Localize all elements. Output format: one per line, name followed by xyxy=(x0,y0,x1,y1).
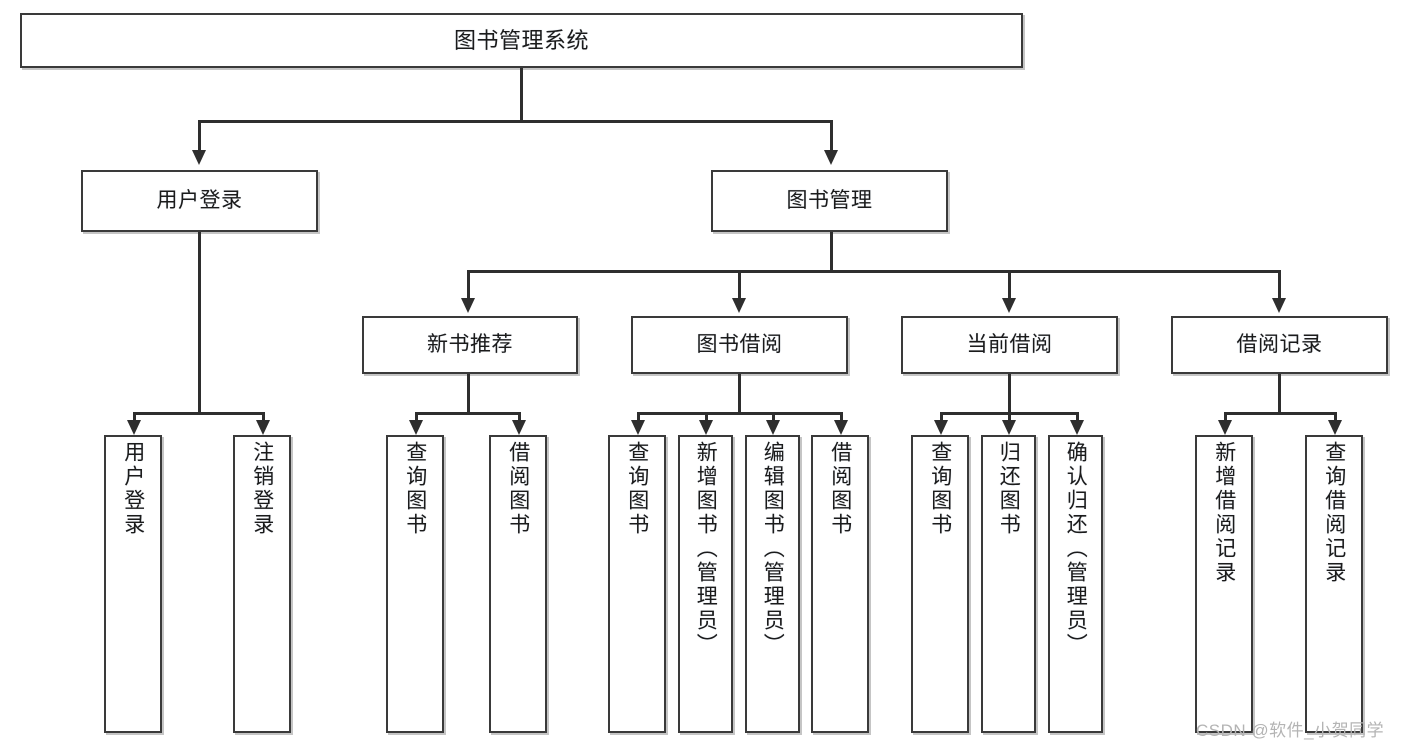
connector-new-book-recommend-bus xyxy=(415,412,520,415)
node-label: 确认归还（管理员） xyxy=(1064,441,1088,657)
connector-br-leg-1 xyxy=(1224,412,1227,424)
connector-user-login-leg-2 xyxy=(262,412,265,424)
node-book-management[interactable]: 图书管理 xyxy=(711,170,948,232)
node-new-book-recommend[interactable]: 新书推荐 xyxy=(362,316,578,374)
connector-user-login-stem xyxy=(198,232,201,412)
connector-user-login-leg-1 xyxy=(133,412,136,424)
arrowhead-to-book-borrow xyxy=(732,298,746,313)
node-label: 当前借阅 xyxy=(966,332,1053,356)
connector-bb-leg-3 xyxy=(772,412,775,424)
arrowhead-leaf-add-borrow-record xyxy=(1218,420,1232,435)
connector-book-borrow-bus xyxy=(637,412,841,415)
node-label: 归还图书 xyxy=(997,441,1021,537)
arrowhead-leaf-logout xyxy=(256,420,270,435)
node-borrow-record[interactable]: 借阅记录 xyxy=(1171,316,1388,374)
connector-nbr-leg-1 xyxy=(415,412,418,424)
arrowhead-leaf-add-book xyxy=(699,420,713,435)
arrowhead-to-user-login xyxy=(192,150,206,165)
node-label: 用户登录 xyxy=(156,188,243,212)
node-root-library-management-system[interactable]: 图书管理系统 xyxy=(20,13,1023,68)
arrowhead-to-borrow-record xyxy=(1272,298,1286,313)
connector-book-management-stem xyxy=(830,232,833,270)
node-label: 编辑图书（管理员） xyxy=(761,441,785,657)
arrowhead-leaf-borrow-book-1 xyxy=(512,420,526,435)
arrowhead-leaf-borrow-book-2 xyxy=(834,420,848,435)
leaf-edit-book-admin[interactable]: 编辑图书（管理员） xyxy=(745,435,800,733)
node-label: 借阅记录 xyxy=(1236,332,1323,356)
connector-bb-leg-2 xyxy=(705,412,708,424)
connector-book-management-bus xyxy=(467,270,1280,273)
leaf-user-login[interactable]: 用户登录 xyxy=(104,435,162,733)
leaf-borrow-book[interactable]: 借阅图书 xyxy=(811,435,869,733)
leaf-add-book-admin[interactable]: 新增图书（管理员） xyxy=(678,435,733,733)
arrowhead-leaf-query-book-2 xyxy=(631,420,645,435)
node-label: 新书推荐 xyxy=(427,332,513,356)
node-label: 查询图书 xyxy=(625,441,649,537)
node-label: 注销登录 xyxy=(250,441,274,537)
connector-to-book-borrow xyxy=(738,270,741,301)
arrowhead-to-book-management xyxy=(824,150,838,165)
node-book-borrow[interactable]: 图书借阅 xyxy=(631,316,848,374)
connector-root-stem xyxy=(520,68,523,120)
leaf-return-book[interactable]: 归还图书 xyxy=(981,435,1036,733)
node-label: 借阅图书 xyxy=(506,441,530,537)
connector-borrow-record-bus xyxy=(1224,412,1336,415)
node-label: 新增借阅记录 xyxy=(1212,441,1236,585)
node-current-borrow[interactable]: 当前借阅 xyxy=(901,316,1118,374)
connector-br-leg-2 xyxy=(1334,412,1337,424)
connector-to-user-login xyxy=(198,120,201,153)
connector-bb-leg-1 xyxy=(637,412,640,424)
connector-cb-leg-3 xyxy=(1076,412,1079,424)
connector-cb-leg-1 xyxy=(940,412,943,424)
leaf-add-borrow-record[interactable]: 新增借阅记录 xyxy=(1195,435,1253,733)
node-label: 图书管理 xyxy=(786,188,873,212)
connector-root-bus xyxy=(198,120,832,123)
arrowhead-leaf-user-login xyxy=(127,420,141,435)
leaf-query-borrow-record[interactable]: 查询借阅记录 xyxy=(1305,435,1363,733)
node-label: 查询借阅记录 xyxy=(1322,441,1346,585)
node-label: 用户登录 xyxy=(121,441,145,537)
connector-nbr-leg-2 xyxy=(518,412,521,424)
connector-bb-leg-4 xyxy=(840,412,843,424)
arrowhead-leaf-query-borrow-record xyxy=(1328,420,1342,435)
arrowhead-leaf-query-book-1 xyxy=(409,420,423,435)
leaf-query-book-borrow[interactable]: 查询图书 xyxy=(608,435,666,733)
node-label: 图书管理系统 xyxy=(453,27,589,53)
connector-to-new-book-recommend xyxy=(467,270,470,301)
node-label: 图书借阅 xyxy=(696,332,783,356)
node-user-login[interactable]: 用户登录 xyxy=(81,170,318,232)
connector-cb-leg-2 xyxy=(1008,412,1011,424)
arrowhead-leaf-query-book-3 xyxy=(934,420,948,435)
node-label: 新增图书（管理员） xyxy=(694,441,718,657)
connector-current-borrow-stem xyxy=(1008,374,1011,412)
connector-to-book-management xyxy=(830,120,833,153)
arrowhead-leaf-edit-book xyxy=(766,420,780,435)
arrowhead-to-new-book-recommend xyxy=(461,298,475,313)
node-label: 查询图书 xyxy=(403,441,427,537)
leaf-borrow-book-recommend[interactable]: 借阅图书 xyxy=(489,435,547,733)
connector-book-borrow-stem xyxy=(738,374,741,412)
connector-new-book-recommend-stem xyxy=(467,374,470,412)
arrowhead-leaf-confirm-return xyxy=(1070,420,1084,435)
arrowhead-leaf-return-book xyxy=(1002,420,1016,435)
connector-to-borrow-record xyxy=(1278,270,1281,301)
arrowhead-to-current-borrow xyxy=(1002,298,1016,313)
leaf-confirm-return-admin[interactable]: 确认归还（管理员） xyxy=(1048,435,1103,733)
leaf-query-book-recommend[interactable]: 查询图书 xyxy=(386,435,444,733)
node-label: 查询图书 xyxy=(928,441,952,537)
connector-to-current-borrow xyxy=(1008,270,1011,301)
connector-borrow-record-stem xyxy=(1278,374,1281,412)
leaf-query-book-current[interactable]: 查询图书 xyxy=(911,435,969,733)
leaf-logout[interactable]: 注销登录 xyxy=(233,435,291,733)
node-label: 借阅图书 xyxy=(828,441,852,537)
connector-user-login-bus xyxy=(133,412,264,415)
